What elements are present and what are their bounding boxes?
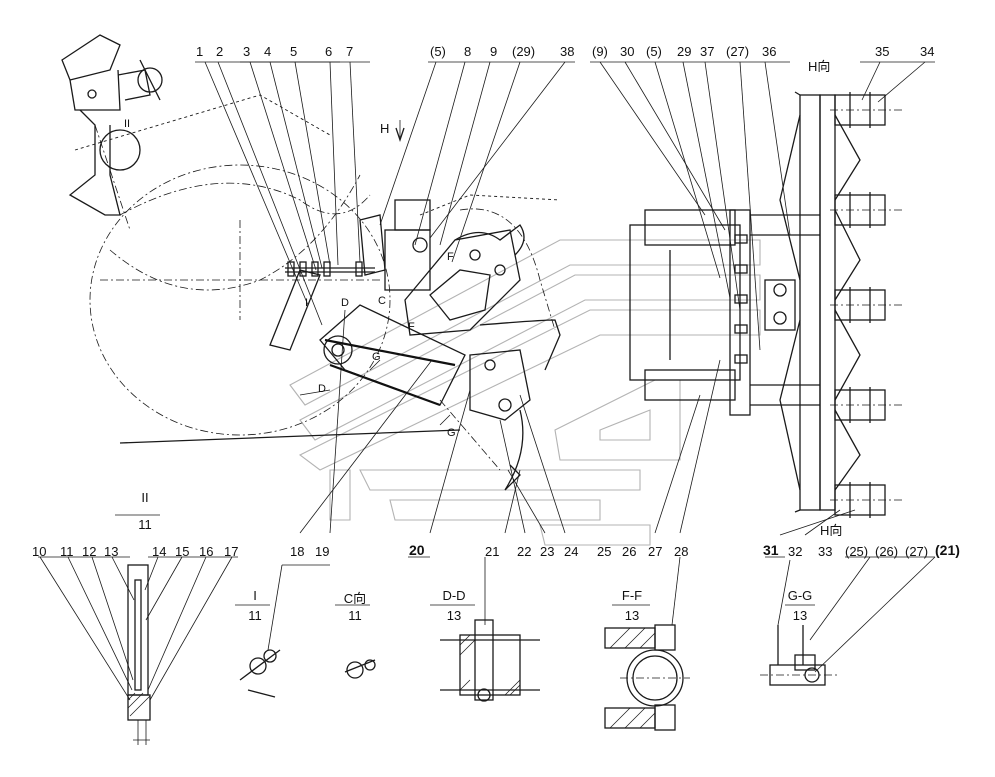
view-c-scale: 11 (348, 608, 362, 623)
callout-13: 13 (104, 544, 119, 559)
callout-7: 7 (346, 44, 354, 59)
view-ff-title: F-F (621, 588, 643, 603)
view-c-drawing (335, 604, 376, 679)
callout-35: 35 (875, 44, 890, 59)
callout-34: 34 (920, 44, 935, 59)
callout-22: 22 (517, 544, 532, 559)
callout-29: 29 (677, 44, 692, 59)
callout-26: 26 (622, 544, 637, 559)
section-mark-f1: F (447, 251, 454, 263)
section-mark-d1: D (341, 297, 349, 309)
arrow-h-label: H (380, 121, 390, 136)
view-ii-drawing (38, 514, 238, 745)
callout-29-ref: (29) (512, 44, 536, 59)
callout-3: 3 (243, 44, 251, 59)
callout-28: 28 (674, 544, 689, 559)
section-mark-d2: D (318, 383, 326, 395)
leader-lines (195, 61, 935, 536)
callout-27-ref-2: (27) (905, 544, 929, 559)
callout-5-ref-2: (5) (646, 44, 662, 59)
view-ii-title: II (141, 490, 149, 505)
watermark-logo (289, 239, 761, 546)
callout-12: 12 (82, 544, 97, 559)
callout-11: 11 (60, 544, 74, 559)
view-gg-scale: 13 (792, 608, 808, 623)
callout-2: 2 (216, 44, 224, 59)
section-gg-drawing (760, 556, 936, 686)
view-h-label-top: H向 (808, 59, 831, 74)
section-mark-c: C (378, 295, 386, 307)
view-i-drawing (235, 564, 330, 698)
callout-9-ref: (9) (592, 44, 608, 59)
view-ii-scale: 11 (138, 517, 152, 532)
callout-17: 17 (224, 544, 239, 559)
callout-4: 4 (264, 44, 272, 59)
section-mark-g2: G (447, 427, 456, 439)
callout-25-ref: (25) (845, 544, 869, 559)
callout-26-ref: (26) (875, 544, 899, 559)
view-gg-title: G-G (787, 588, 813, 603)
callout-32: 32 (788, 544, 803, 559)
callout-8: 8 (464, 44, 472, 59)
callout-9: 9 (490, 44, 498, 59)
view-ff-scale: 13 (624, 608, 640, 623)
section-mark-g1: G (372, 351, 381, 363)
callout-23: 23 (540, 544, 555, 559)
linkage-mechanism (269, 120, 561, 491)
callout-1: 1 (196, 44, 204, 59)
callout-14: 14 (152, 544, 167, 559)
view-i-scale: 11 (248, 608, 262, 623)
section-mark-ii: II (124, 118, 131, 130)
operator-seat-sketch (61, 34, 163, 231)
frame-assembly (629, 91, 905, 518)
callout-38: 38 (560, 44, 575, 59)
callout-31: 31 (763, 542, 779, 558)
callout-16: 16 (199, 544, 214, 559)
callout-24: 24 (564, 544, 579, 559)
callout-5: 5 (290, 44, 298, 59)
callout-5-ref: (5) (430, 44, 446, 59)
view-c-title: C向 (343, 591, 367, 606)
section-mark-i: I (305, 297, 309, 309)
view-h-label-bottom: H向 (820, 523, 843, 538)
callout-20: 20 (409, 542, 425, 558)
callout-27: 27 (648, 544, 663, 559)
callout-33: 33 (818, 544, 833, 559)
callout-27-ref: (27) (726, 44, 750, 59)
callout-19: 19 (315, 544, 330, 559)
callout-37: 37 (700, 44, 715, 59)
callout-25: 25 (597, 544, 612, 559)
callout-21: 21 (485, 544, 500, 559)
wheel-outline (74, 94, 561, 444)
callout-30: 30 (620, 44, 635, 59)
section-ff-drawing (604, 556, 690, 731)
callout-15: 15 (175, 544, 190, 559)
callout-18: 18 (290, 544, 305, 559)
callout-36: 36 (762, 44, 777, 59)
section-mark-f2: F (408, 321, 415, 333)
view-i-title: I (253, 588, 257, 603)
callout-6: 6 (325, 44, 333, 59)
view-dd-scale: 13 (446, 608, 462, 623)
callout-21-ref: (21) (935, 542, 960, 558)
section-dd-drawing (408, 556, 540, 702)
view-dd-title: D-D (442, 588, 466, 603)
callout-10: 10 (32, 544, 47, 559)
